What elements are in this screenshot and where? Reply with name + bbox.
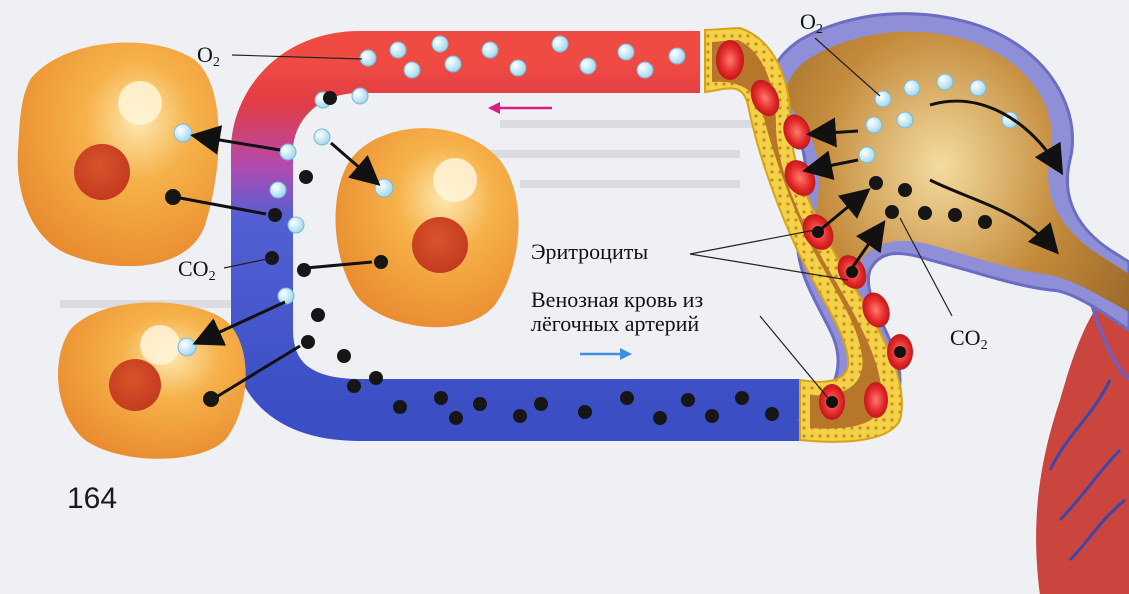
label-o2-right: O2 bbox=[800, 10, 823, 42]
tissue-cell-bottom-left bbox=[58, 302, 246, 458]
page-number: 164 bbox=[67, 482, 117, 516]
label-venous-blood: Венозная кровь из лёгочных артерий bbox=[531, 288, 703, 336]
tissue-cell-middle bbox=[336, 128, 519, 327]
erythrocyte bbox=[716, 40, 744, 80]
label-erythrocytes: Эритроциты bbox=[531, 240, 648, 264]
tissue-cell-top-left bbox=[18, 43, 219, 267]
label-co2-right: CO2 bbox=[950, 326, 988, 358]
label-co2-left: CO2 bbox=[178, 257, 216, 289]
erythrocyte bbox=[864, 382, 888, 418]
label-o2-left: O2 bbox=[197, 43, 220, 75]
